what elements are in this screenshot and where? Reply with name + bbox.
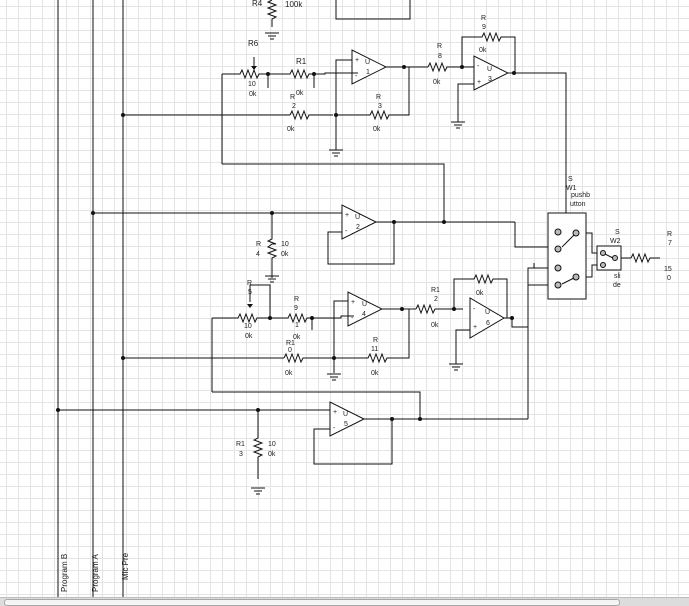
svg-text:+: + [351,299,355,306]
r13-val-b: 0k [268,451,276,458]
svg-text:+: + [473,324,477,331]
sw2-label-c: sli [614,273,621,280]
sw1-label-d: utton [570,201,586,208]
r9-label-a: R [481,15,486,22]
r7-label-c: 15 [664,266,672,273]
svg-text:-: - [473,306,476,313]
svg-text:+: + [355,57,359,64]
r4-top-value: 100k [285,0,303,9]
r9-label-b: 9 [482,24,486,31]
sw1-label-c: pushb [571,192,590,199]
r11-label-b: 11 [371,346,378,353]
r5-label-b: 5 [248,289,252,296]
svg-text:+: + [345,212,349,219]
op-amp-u5[interactable]: + - [329,401,366,437]
r4-val-b: 0k [281,251,289,258]
bus-lines [57,0,124,597]
sw2-label-b: W2 [610,238,621,245]
sw2-label-a: S [615,229,620,236]
u4-num: 4 [362,311,366,318]
r7-label-a: R [667,231,672,238]
r10b-label-b: 0 [288,347,292,354]
r3-val: 0k [373,126,381,133]
u2-num: 2 [356,224,360,231]
svg-text:+: + [477,79,481,86]
svg-text:+: + [333,409,337,416]
r8-label-b: 8 [438,53,442,60]
u6-num: 6 [486,320,490,327]
u4-label: U [362,301,367,308]
r6-val-b: 0k [249,91,257,98]
u2-label: U [355,214,360,221]
u1-label: U [365,59,370,66]
r10b-label-a: R1 [286,340,295,347]
switch-sw1-pushbutton[interactable] [547,212,587,300]
r9b-label-a: R [294,296,299,303]
r3-label-b: 3 [378,103,382,110]
u6-label: U [485,309,490,316]
svg-text:-: - [345,228,348,235]
sw1-label-b: W1 [566,185,577,192]
svg-text:-: - [351,315,354,322]
r3-label-a: R [376,94,381,101]
top-wires [121,31,567,222]
r13-label-b: 3 [239,451,243,458]
u5-label: U [343,411,348,418]
svg-text:-: - [355,73,358,80]
svg-text:-: - [477,63,480,70]
u1-num: 1 [366,69,370,76]
r4-label-b: 4 [256,251,260,258]
r12-label-b: 2 [434,296,438,303]
r2-val: 0k [287,126,295,133]
r10b-val: 0k [285,370,293,377]
op-amp-u3[interactable]: - + [473,55,510,91]
r4-top-label: R4 [252,0,263,8]
r4-label-a: R [256,241,261,248]
r9b-label-c: 1 [295,322,299,329]
r6-val-a: 10 [248,81,256,88]
r12-val: 0k [431,322,439,329]
r7-label-d: 0 [667,275,671,282]
r2-label-a: R [290,94,295,101]
u5-wires [56,407,529,495]
bus-label-program-b: Program B [60,554,69,592]
op-amp-u2[interactable]: + - [341,204,378,240]
r5-label-a: R [247,280,252,287]
svg-text:-: - [333,425,336,432]
switch-sw2-slide[interactable] [596,245,622,271]
r11-val: 0k [371,370,379,377]
u3-num: 3 [488,76,492,83]
u2-wires [91,211,555,283]
r4-val-a: 10 [281,241,289,248]
r8-label-a: R [437,43,442,50]
r1-val: 0k [296,90,304,97]
u3-label: U [487,66,492,73]
r9b-label-b: 9 [294,305,298,312]
op-amp-u6[interactable]: - + [469,297,505,339]
r13-val-a: 10 [268,441,276,448]
r11-label-a: R [373,337,378,344]
top-partial-r4 [264,0,411,40]
r9-val: 0k [479,47,487,54]
bus-label-program-a: Program A [91,554,100,592]
r6-label: R6 [248,39,259,48]
u5-num: 5 [344,421,348,428]
r10-val-a: 10 [244,323,252,330]
r2-label-b: 2 [292,103,296,110]
sw1-label-a: S [568,176,573,183]
r10-val-b: 0k [245,333,253,340]
r7-label-b: 7 [668,240,672,247]
r9b-val: 0k [293,334,301,341]
sw2-label-d: de [613,282,621,289]
r1-label: R1 [296,57,307,66]
op-amp-u1[interactable]: + - [351,49,388,85]
r13-label-a: R1 [236,441,245,448]
r12-label-a: R1 [431,287,440,294]
middle-wires [121,263,535,419]
rfb6-val: 0k [476,290,484,297]
op-amp-u4[interactable]: + - [347,291,384,327]
bus-label-mic-pre: Mic Pre [121,552,130,580]
r8-val: 0k [433,79,441,86]
